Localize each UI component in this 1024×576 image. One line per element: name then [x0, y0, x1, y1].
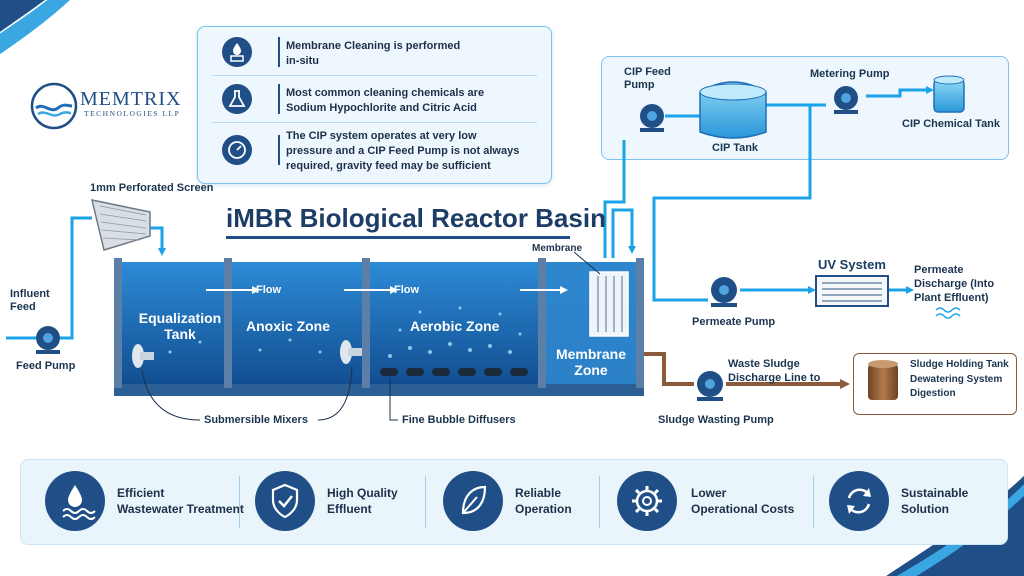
perforated-screen — [90, 199, 151, 251]
influent-pipe — [6, 216, 164, 340]
metering-pump — [834, 86, 858, 114]
feature-separator — [813, 476, 814, 528]
mixers-label: Submersible Mixers — [204, 414, 308, 426]
sludge-pump-label: Sludge Wasting Pump — [658, 414, 774, 426]
recycle-icon — [829, 471, 889, 531]
feature-separator — [599, 476, 600, 528]
info-divider — [212, 75, 537, 76]
feed-pump — [36, 326, 60, 354]
uv-system-label: UV System — [818, 257, 886, 272]
cip-tank — [699, 81, 767, 139]
anoxic-zone-label: Anoxic Zone — [246, 318, 331, 334]
chem-tank-arrow — [926, 86, 934, 94]
info-separator — [278, 37, 280, 67]
water-drop-icon — [45, 471, 105, 531]
callout-lines — [141, 365, 398, 421]
brand-subtitle: TECHNOLOGIES LLP — [84, 109, 181, 118]
chemical-flask-icon — [222, 84, 252, 114]
permeate-pump — [711, 277, 737, 307]
info-divider — [212, 122, 537, 123]
corner-wave-top-left — [0, 0, 70, 55]
membrane-label: Membrane — [532, 243, 583, 254]
diagram-title: iMBR Biological Reactor Basin — [226, 203, 606, 233]
leaf-icon — [443, 471, 503, 531]
metering-pump-label: Metering Pump — [810, 68, 890, 80]
membrane-cleaning-icon — [222, 37, 252, 67]
submersible-mixer-2 — [340, 340, 362, 364]
feed-pump-label: Feed Pump — [16, 360, 76, 372]
membrane-leader — [573, 251, 601, 275]
brand-name: MEMTRIX — [80, 88, 182, 110]
uv-arrow — [808, 286, 816, 294]
membrane-module — [589, 271, 629, 337]
influent-arrow — [158, 248, 166, 256]
reactor-basin — [114, 258, 644, 396]
info-separator — [278, 84, 280, 114]
aerobic-zone-label: Aerobic Zone — [410, 318, 500, 334]
pressure-gauge-icon — [222, 135, 252, 165]
brand-logo-icon — [30, 82, 78, 130]
aeration-bubbles — [168, 306, 522, 358]
title-underline — [226, 236, 570, 239]
permeate-pump-label: Permeate Pump — [692, 316, 776, 328]
cip-tank-label: CIP Tank — [712, 142, 759, 154]
discharge-arrow — [906, 286, 914, 294]
flow-label-1: Flow — [256, 284, 282, 296]
cip-pipes — [603, 88, 926, 302]
uv-system-unit — [815, 275, 889, 307]
cip-chemical-tank-label: CIP Chemical Tank — [902, 118, 1001, 130]
cip-feed-pump — [640, 104, 664, 132]
gear-icon — [617, 471, 677, 531]
info-separator — [278, 135, 280, 165]
feature-separator — [239, 476, 240, 528]
shield-check-icon — [255, 471, 315, 531]
sludge-arrow — [840, 379, 850, 389]
cip-chemical-tank — [933, 75, 965, 113]
membrane-cip-arrow — [628, 246, 636, 254]
feature-separator — [425, 476, 426, 528]
corner-wave-bottom-right — [886, 475, 1024, 576]
submersible-mixer-1 — [132, 344, 154, 368]
fine-bubble-diffusers — [380, 368, 528, 376]
screen-label: 1mm Perforated Screen — [90, 182, 214, 194]
sludge-pipe — [640, 352, 840, 386]
discharge-water-icon — [935, 307, 961, 319]
flow-label-2: Flow — [394, 284, 420, 296]
sludge-holding-tank-icon — [868, 360, 898, 400]
diffusers-label: Fine Bubble Diffusers — [402, 414, 516, 426]
sludge-wasting-pump — [697, 371, 723, 401]
